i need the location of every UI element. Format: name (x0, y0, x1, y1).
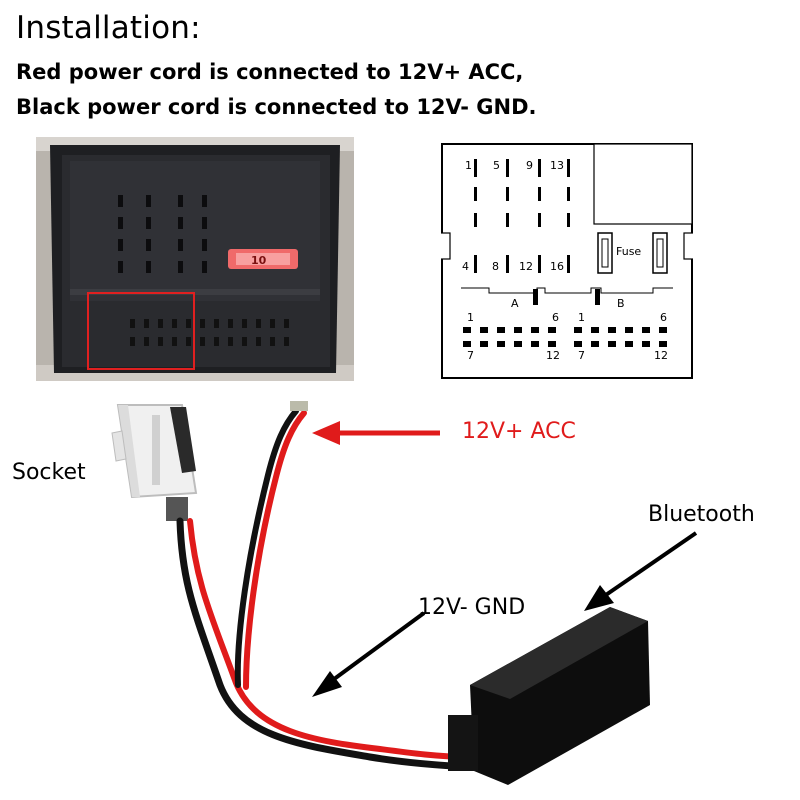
svg-text:12: 12 (546, 349, 560, 362)
svg-text:6: 6 (660, 311, 667, 324)
acc-label: 12V+ ACC (462, 419, 576, 444)
pin-contact (574, 327, 582, 333)
svg-text:1: 1 (467, 311, 474, 324)
pin-contact (608, 327, 616, 333)
svg-text:8: 8 (492, 260, 499, 273)
pin-contact (574, 341, 582, 347)
pin-contact (531, 327, 539, 333)
install-title: Installation: (16, 10, 201, 46)
svg-text:Fuse: Fuse (616, 245, 641, 258)
pin-contact (480, 341, 488, 347)
svg-text:7: 7 (467, 349, 474, 362)
svg-text:13: 13 (550, 159, 564, 172)
instruction-line-red: Red power cord is connected to 12V+ ACC, (16, 60, 524, 84)
fuse-icon: 10 (228, 249, 298, 269)
svg-text:10: 10 (251, 254, 267, 267)
pin-contact (608, 341, 616, 347)
svg-text:16: 16 (550, 260, 564, 273)
pin-contact (625, 341, 633, 347)
pin-contact (548, 341, 556, 347)
pin-contact (659, 341, 667, 347)
svg-text:9: 9 (526, 159, 533, 172)
pin-contact (659, 327, 667, 333)
pin-contact (642, 327, 650, 333)
svg-text:A: A (511, 297, 519, 310)
pin-contact (625, 327, 633, 333)
arrow-bluetooth-icon (584, 531, 698, 611)
svg-text:12: 12 (654, 349, 668, 362)
bluetooth-module (448, 607, 650, 785)
pin-contact (497, 327, 505, 333)
highlight-box (87, 292, 195, 370)
cable-illustration (111, 401, 698, 785)
svg-text:5: 5 (493, 159, 500, 172)
pin-contact (463, 327, 471, 333)
pin-contact (642, 341, 650, 347)
arrow-gnd-icon (312, 611, 426, 697)
instruction-line-black: Black power cord is connected to 12V- GN… (16, 95, 537, 119)
pin-contact (591, 327, 599, 333)
pin-contact (514, 341, 522, 347)
svg-text:B: B (617, 297, 625, 310)
fuse-slot: Fuse (597, 232, 668, 274)
pin-contact (531, 341, 539, 347)
pin-contact (591, 341, 599, 347)
connector-photo: 10 (36, 137, 354, 381)
pin-contact (548, 327, 556, 333)
socket-connector (111, 404, 198, 521)
pin-contact (463, 341, 471, 347)
bluetooth-label: Bluetooth (648, 502, 755, 527)
arrow-acc-icon (312, 421, 440, 445)
socket-label: Socket (12, 460, 86, 485)
svg-text:12: 12 (519, 260, 533, 273)
svg-text:7: 7 (578, 349, 585, 362)
gnd-label: 12V- GND (418, 595, 526, 620)
pinout-diagram: 1 5 9 13 4 8 12 16 Fuse A B 1 6 1 6 7 12… (441, 143, 693, 379)
pin-contact (480, 327, 488, 333)
svg-text:6: 6 (552, 311, 559, 324)
pin-contact (497, 341, 505, 347)
svg-text:1: 1 (578, 311, 585, 324)
svg-text:1: 1 (465, 159, 472, 172)
svg-text:4: 4 (462, 260, 469, 273)
pin-contact (514, 327, 522, 333)
